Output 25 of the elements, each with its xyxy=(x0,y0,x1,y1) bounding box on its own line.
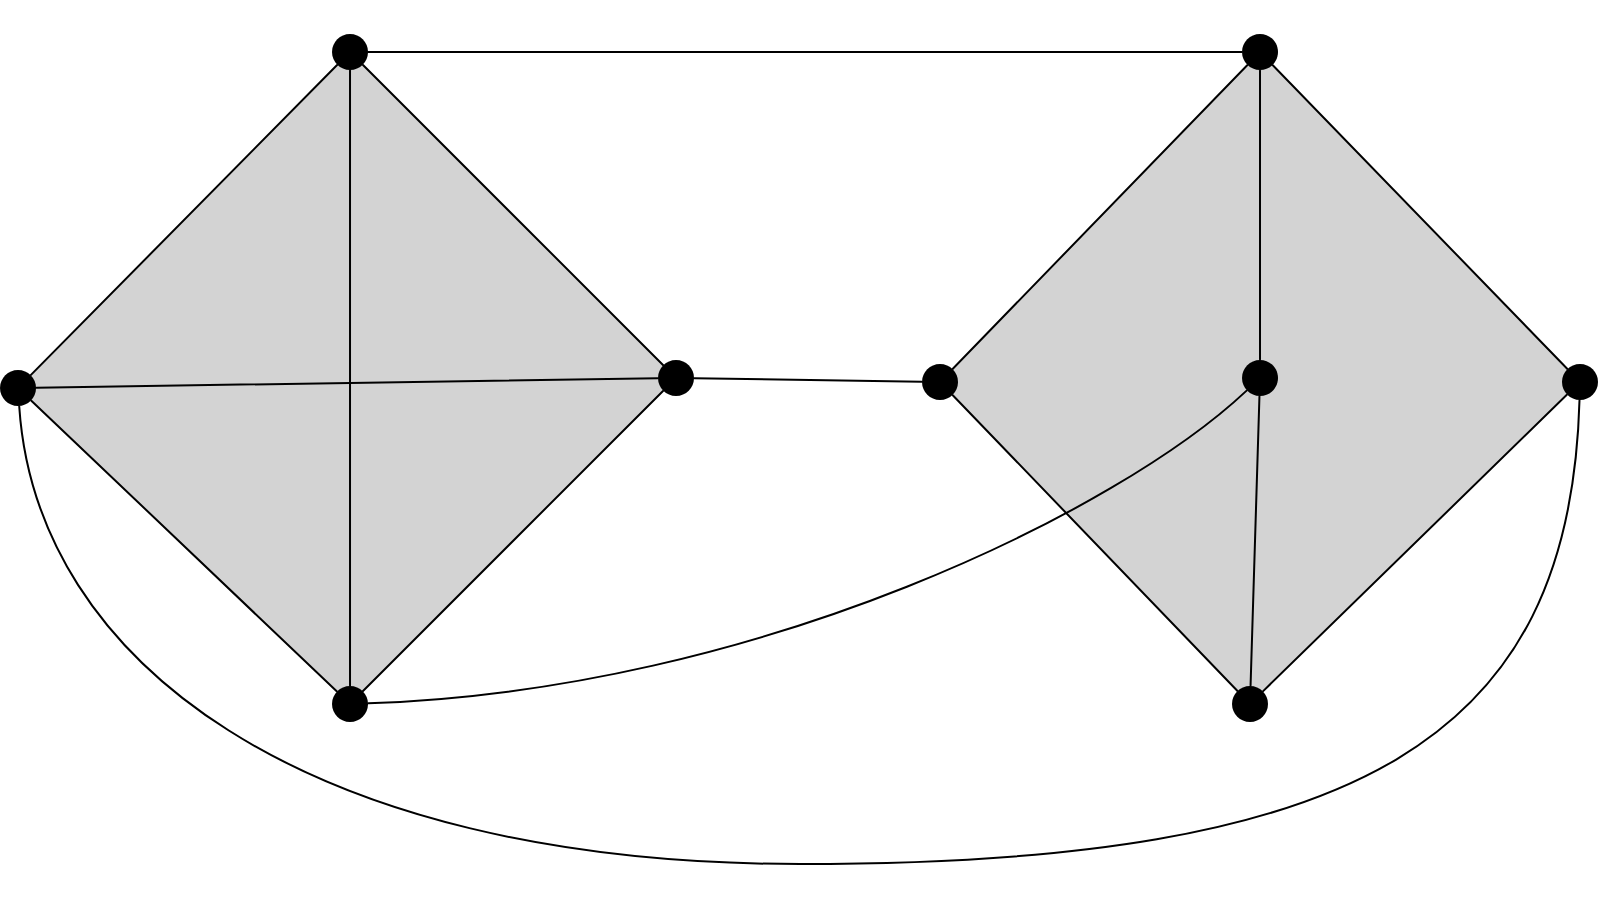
edge-line xyxy=(349,69,351,687)
edge-line xyxy=(362,64,664,366)
edge-line xyxy=(30,399,338,693)
curved-edge xyxy=(367,389,1248,705)
edge-line xyxy=(1259,69,1261,361)
edge-line xyxy=(35,377,659,389)
edge-line xyxy=(951,64,1249,370)
edge-line xyxy=(362,390,664,692)
vertex-dot xyxy=(332,686,368,722)
vertex-dot xyxy=(1562,364,1598,400)
vertex-dot xyxy=(0,370,36,406)
edge-line xyxy=(1271,64,1569,370)
edge-line xyxy=(1262,393,1568,693)
vertex-dot xyxy=(922,364,958,400)
curved-edge xyxy=(18,399,1581,865)
edge-line xyxy=(693,377,923,383)
edge-line xyxy=(951,394,1239,692)
edge-line xyxy=(367,51,1243,53)
vertex-dot xyxy=(658,360,694,396)
vertex-dot xyxy=(1242,360,1278,396)
vertex-dot xyxy=(1242,34,1278,70)
edge-line xyxy=(1249,395,1261,687)
edge-line xyxy=(29,64,339,376)
vertex-dot xyxy=(332,34,368,70)
vertex-dot xyxy=(1232,686,1268,722)
